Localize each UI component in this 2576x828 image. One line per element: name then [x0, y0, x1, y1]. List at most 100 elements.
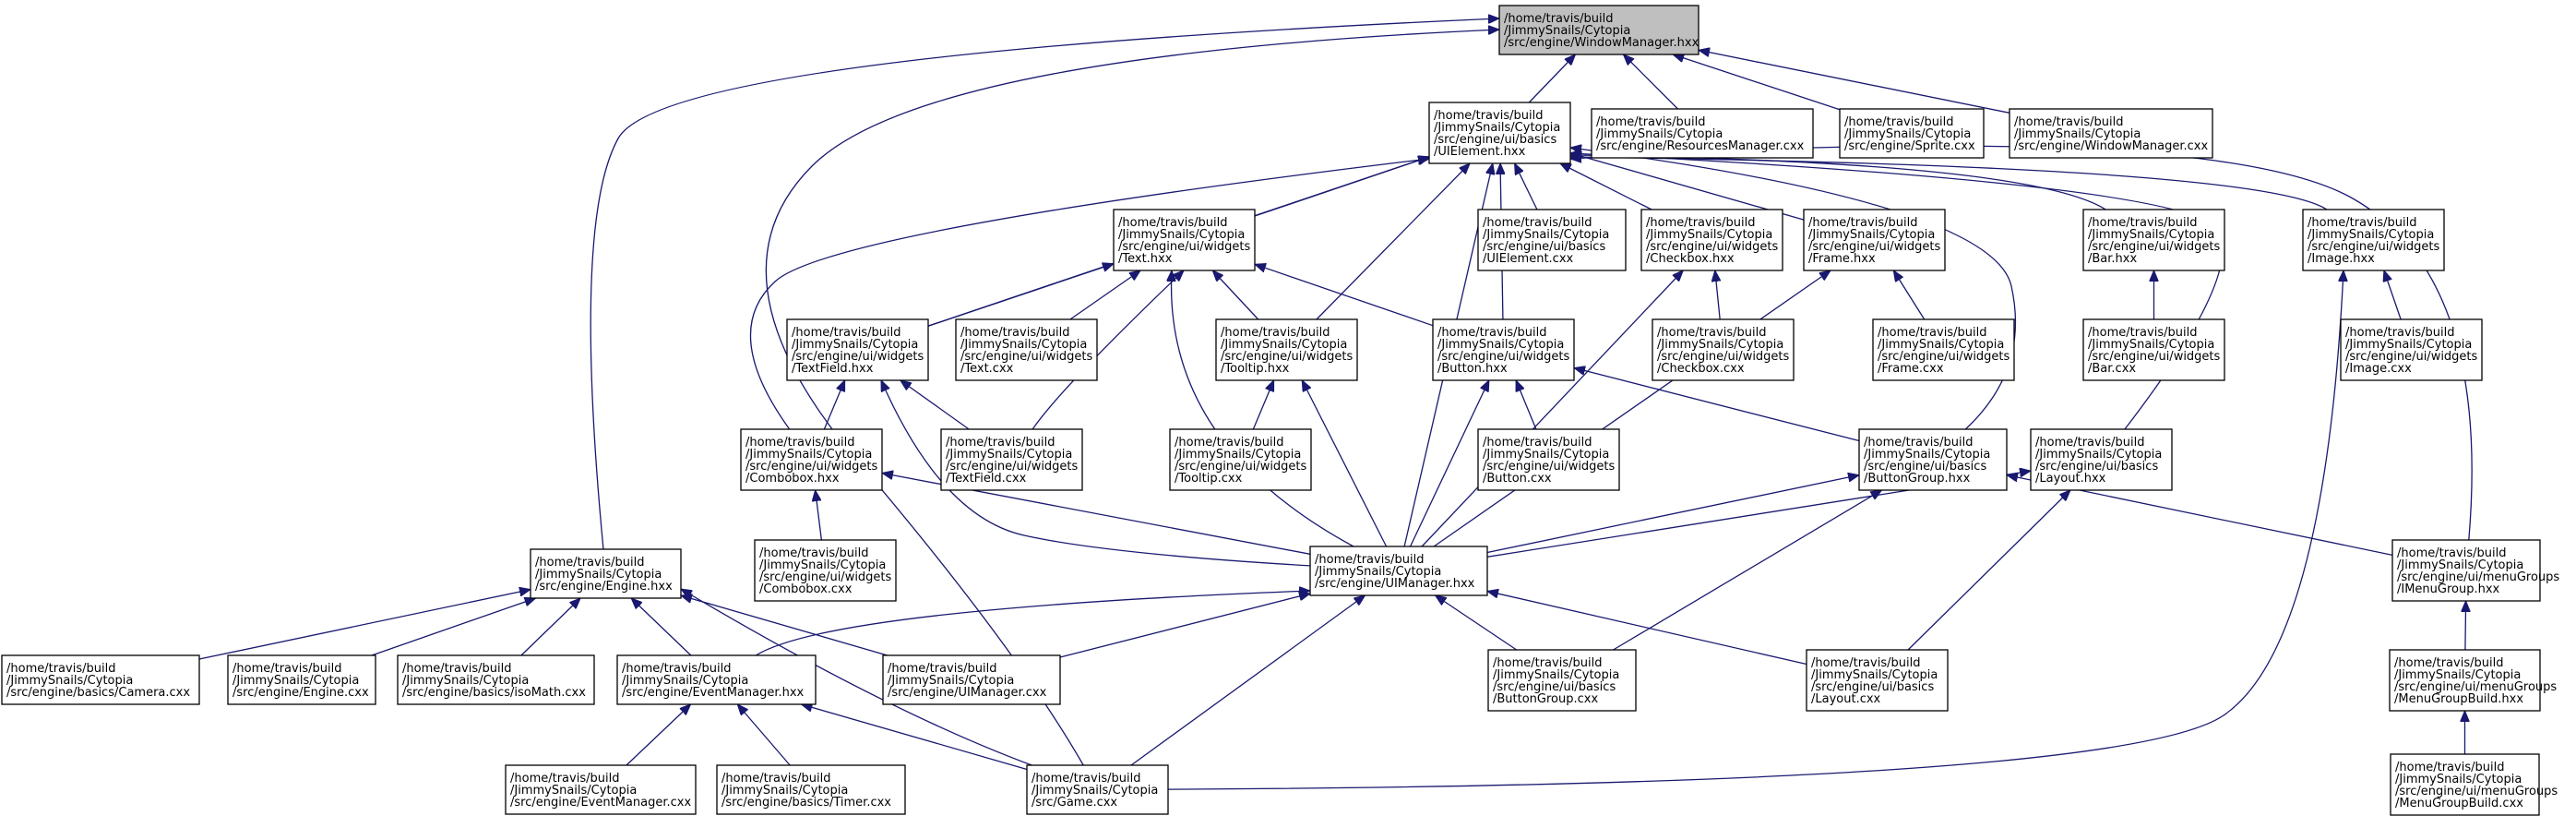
- include-edge: [1528, 54, 1575, 103]
- file-node[interactable]: /home/travis/build/JimmySnails/Cytopia/s…: [1872, 318, 2015, 381]
- file-node-path-line: /src/engine/Engine.hxx: [535, 580, 673, 594]
- file-node[interactable]: /home/travis/build/JimmySnails/Cytopia/s…: [1309, 546, 1488, 596]
- include-edge: [626, 704, 691, 766]
- file-node-path-line: /Bar.hxx: [2088, 252, 2137, 266]
- file-node-path-line: /JimmySnails/Cytopia: [622, 674, 748, 688]
- file-node-path-line: /src/engine/basics/isoMath.cxx: [402, 686, 586, 700]
- file-node[interactable]: /home/travis/build/JimmySnails/Cytopia/s…: [1591, 108, 1814, 159]
- file-node-box: [1428, 102, 1571, 164]
- file-node-box: [227, 654, 376, 705]
- file-node-box: [1, 654, 200, 705]
- file-node-path-line: /home/travis/build: [1175, 436, 1283, 450]
- include-edge: [2384, 270, 2402, 320]
- file-node-path-line: /home/travis/build: [2088, 216, 2197, 230]
- include-edge: [1715, 270, 1720, 320]
- file-node[interactable]: /home/travis/build/JimmySnails/Cytopia/s…: [530, 548, 682, 599]
- file-node-box: [505, 764, 697, 815]
- file-node[interactable]: /home/travis/build/JimmySnails/Cytopia/s…: [1858, 428, 2008, 491]
- file-node[interactable]: /home/travis/build/JimmySnails/Cytopia/s…: [786, 318, 929, 381]
- include-edge: [1433, 270, 1831, 547]
- file-node-box: [955, 318, 1098, 381]
- file-node-path-line: /home/travis/build: [2395, 761, 2504, 774]
- file-node[interactable]: /home/travis/build/JimmySnails/Cytopia/s…: [2082, 318, 2225, 381]
- file-node-box: [1487, 649, 1637, 712]
- file-node-box: [1169, 428, 1312, 491]
- file-node-path-line: /JimmySnails/Cytopia: [1811, 668, 1938, 682]
- file-node-path-line: /src/engine/UIManager.cxx: [888, 686, 1047, 700]
- file-node[interactable]: /home/travis/build/JimmySnails/Cytopia/s…: [1498, 5, 1699, 55]
- file-node[interactable]: /home/travis/build/JimmySnails/Cytopia/s…: [505, 764, 697, 815]
- file-node[interactable]: /home/travis/build/JimmySnails/Cytopia/s…: [1432, 318, 1575, 381]
- file-node[interactable]: /home/travis/build/JimmySnails/Cytopia/s…: [1169, 428, 1312, 491]
- file-node-path-line: /home/travis/build: [2394, 656, 2503, 670]
- file-node-box: [1498, 5, 1699, 55]
- file-node[interactable]: /home/travis/build/JimmySnails/Cytopia/s…: [940, 428, 1083, 491]
- file-node-path-line: /home/travis/build: [510, 772, 619, 786]
- file-node[interactable]: /home/travis/build/JimmySnails/Cytopia/s…: [1487, 649, 1637, 712]
- file-node[interactable]: /home/travis/build/JimmySnails/Cytopia/s…: [2030, 428, 2173, 491]
- file-node[interactable]: /home/travis/build/JimmySnails/Cytopia/s…: [1113, 209, 1256, 271]
- file-node-box: [940, 428, 1083, 491]
- file-node[interactable]: /home/travis/build/JimmySnails/Cytopia/s…: [716, 764, 906, 815]
- file-node-path-line: /home/travis/build: [1032, 772, 1140, 786]
- file-node-path-line: /Button.hxx: [1437, 362, 1508, 376]
- file-node-path-line: /JimmySnails/Cytopia: [722, 784, 848, 798]
- file-node-path-line: /src/engine/ui/widgets: [946, 460, 1079, 474]
- include-edge: [1515, 380, 1537, 430]
- file-node[interactable]: /home/travis/build/JimmySnails/Cytopia/s…: [955, 318, 1098, 381]
- file-node-path-line: /JimmySnails/Cytopia: [1483, 228, 1609, 242]
- file-node[interactable]: /home/travis/build/JimmySnails/Cytopia/s…: [1803, 209, 1946, 271]
- file-node[interactable]: /home/travis/build/JimmySnails/Cytopia/s…: [227, 654, 376, 705]
- file-node-path-line: /JimmySnails/Cytopia: [1493, 668, 1619, 682]
- include-edge: [927, 264, 1114, 327]
- file-node-path-line: /ButtonGroup.cxx: [1493, 692, 1598, 706]
- file-node-box: [2302, 209, 2445, 271]
- file-node-path-line: /JimmySnails/Cytopia: [2308, 228, 2434, 242]
- file-node[interactable]: /home/travis/build/JimmySnails/Cytopia/s…: [1477, 209, 1627, 271]
- file-node[interactable]: /home/travis/build/JimmySnails/Cytopia/s…: [1215, 318, 1358, 381]
- file-node[interactable]: /home/travis/build/JimmySnails/Cytopia/s…: [1477, 428, 1620, 491]
- include-edge: [1699, 50, 2010, 114]
- file-node-path-line: /Frame.hxx: [1808, 252, 1876, 266]
- file-node-path-line: /home/travis/build: [1878, 326, 1986, 340]
- file-node-path-line: /Combobox.cxx: [759, 582, 853, 596]
- file-node[interactable]: /home/travis/build/JimmySnails/Cytopia/s…: [1428, 102, 1571, 164]
- file-node[interactable]: /home/travis/build/JimmySnails/Cytopia/s…: [1806, 649, 1949, 712]
- file-node[interactable]: /home/travis/build/JimmySnails/Cytopia/s…: [2302, 209, 2445, 271]
- file-node[interactable]: /home/travis/build/JimmySnails/Cytopia/s…: [2340, 318, 2483, 381]
- file-node-path-line: /home/travis/build: [759, 546, 868, 560]
- file-node[interactable]: /home/travis/build/JimmySnails/Cytopia/s…: [616, 654, 817, 705]
- file-node-path-line: /src/engine/ui/basics: [1434, 133, 1556, 147]
- file-node[interactable]: /home/travis/build/JimmySnails/Cytopia/s…: [740, 428, 883, 491]
- file-node-path-line: /home/travis/build: [6, 662, 115, 676]
- file-node-path-line: /JimmySnails/Cytopia: [1118, 228, 1245, 242]
- file-node[interactable]: /home/travis/build/JimmySnails/Cytopia/s…: [2082, 209, 2225, 271]
- file-node-box: [1640, 209, 1783, 271]
- include-edge: [1252, 380, 1275, 430]
- file-node[interactable]: /home/travis/build/JimmySnails/Cytopia/s…: [1839, 108, 1985, 159]
- file-node-path-line: /src/engine/UIManager.hxx: [1315, 577, 1475, 591]
- file-node[interactable]: /home/travis/build/JimmySnails/Cytopia/s…: [2391, 539, 2559, 602]
- file-node-path-line: /ButtonGroup.hxx: [1864, 472, 1971, 486]
- include-edge: [1316, 163, 1470, 320]
- file-node[interactable]: /home/travis/build/JimmySnails/Cytopia/s…: [2009, 108, 2213, 159]
- file-node-box: [1477, 428, 1620, 491]
- file-node[interactable]: /home/travis/build/JimmySnails/Cytopia/s…: [2390, 753, 2558, 816]
- file-node-path-line: /JimmySnails/Cytopia: [745, 448, 872, 462]
- file-node-path-line: /home/travis/build: [2014, 115, 2123, 129]
- file-node-path-line: /src/engine/Engine.cxx: [233, 686, 369, 700]
- file-node-path-line: /JimmySnails/Cytopia: [1808, 228, 1935, 242]
- file-node-path-line: /Image.hxx: [2308, 252, 2375, 266]
- file-node[interactable]: /home/travis/build/JimmySnails/Cytopia/s…: [1640, 209, 1783, 271]
- file-node[interactable]: /home/travis/build/JimmySnails/Cytopia/s…: [397, 654, 595, 705]
- file-node[interactable]: /home/travis/build/JimmySnails/Cytopia/s…: [1, 654, 200, 705]
- include-edge: [765, 30, 1499, 766]
- file-node[interactable]: /home/travis/build/JimmySnails/Cytopia/s…: [882, 654, 1061, 705]
- include-edge: [371, 598, 536, 656]
- file-node[interactable]: /home/travis/build/JimmySnails/Cytopia/s…: [1026, 764, 1169, 815]
- file-node-box: [2389, 649, 2541, 712]
- file-node[interactable]: /home/travis/build/JimmySnails/Cytopia/s…: [2389, 649, 2557, 712]
- file-node[interactable]: /home/travis/build/JimmySnails/Cytopia/s…: [1652, 318, 1795, 381]
- file-node[interactable]: /home/travis/build/JimmySnails/Cytopia/s…: [754, 539, 897, 602]
